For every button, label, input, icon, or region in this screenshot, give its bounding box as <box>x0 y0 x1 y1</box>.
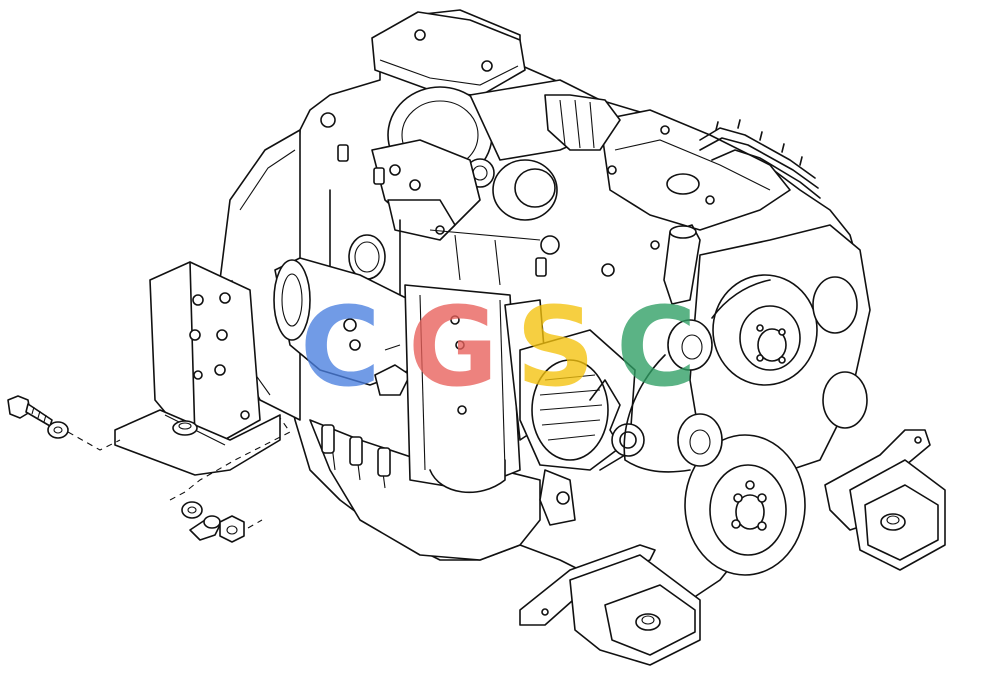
breather-tubes <box>699 119 821 199</box>
leader-line-nut-end <box>247 519 263 529</box>
intake-pipe <box>535 224 701 305</box>
leader-line-nut <box>169 417 291 501</box>
alternator <box>519 329 645 526</box>
watermark-letter-2: G <box>408 283 498 411</box>
front-mount-right <box>824 429 946 571</box>
exhaust-manifold <box>320 112 481 241</box>
nut-washer-set <box>181 501 245 543</box>
flat-washer <box>47 421 69 439</box>
watermark-logo: C G S C <box>300 283 697 411</box>
front-mount-left <box>519 544 701 666</box>
valve-cover <box>371 11 791 231</box>
rear-mount-bracket <box>114 261 281 476</box>
watermark-letter-3: S <box>516 283 595 411</box>
leader-line-bolt <box>67 431 121 451</box>
bolt-hex <box>7 395 69 439</box>
watermark-letter-4: C <box>616 283 697 411</box>
block-side <box>329 189 541 301</box>
watermark-letter-1: C <box>300 283 381 411</box>
front-cover <box>623 224 871 576</box>
starter-motor <box>273 257 411 396</box>
oil-filler-cap <box>666 173 700 195</box>
